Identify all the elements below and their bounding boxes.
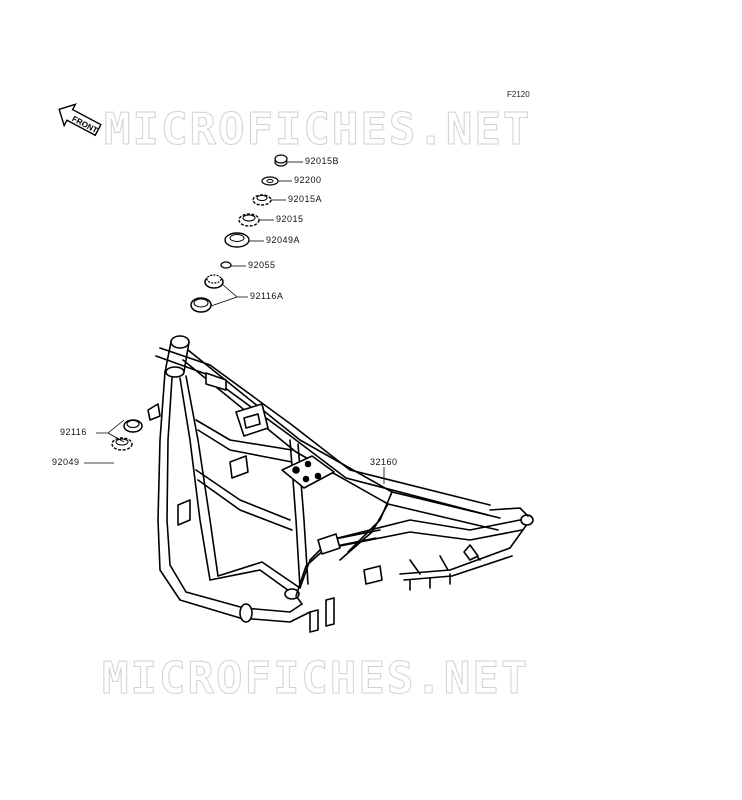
- frame-32160-icon: [147, 335, 534, 633]
- front-arrow-icon: FRONT: [58, 103, 102, 137]
- watermark-bottom: MICROFICHES.NET: [101, 653, 530, 705]
- figure-code: F2120: [507, 90, 530, 99]
- part-92049A-icon: [224, 232, 250, 248]
- part-92015A-icon: [252, 194, 272, 206]
- callout-92200: 92200: [294, 175, 322, 185]
- part-92116A-upper-icon: [204, 274, 224, 289]
- leader-lines: [84, 161, 385, 484]
- callout-92015: 92015: [276, 214, 304, 224]
- callout-92015A: 92015A: [288, 194, 323, 204]
- part-92116-icon: [123, 419, 143, 433]
- part-92200-icon: [261, 176, 279, 186]
- part-92015B-icon: [274, 154, 288, 167]
- callout-92116: 92116: [60, 427, 87, 437]
- part-92015-icon: [238, 213, 260, 227]
- callout-92116A: 92116A: [250, 291, 284, 301]
- part-92055-icon: [220, 261, 232, 269]
- callout-92015B: 92015B: [305, 156, 340, 166]
- callout-32160: 32160: [370, 457, 398, 467]
- part-92049-icon: [111, 437, 133, 451]
- part-92116A-lower-icon: [190, 297, 212, 313]
- watermark-top: MICROFICHES.NET: [103, 104, 532, 156]
- callout-92049A: 92049A: [266, 235, 301, 245]
- callout-92049: 92049: [52, 457, 80, 467]
- callout-92055: 92055: [248, 260, 276, 270]
